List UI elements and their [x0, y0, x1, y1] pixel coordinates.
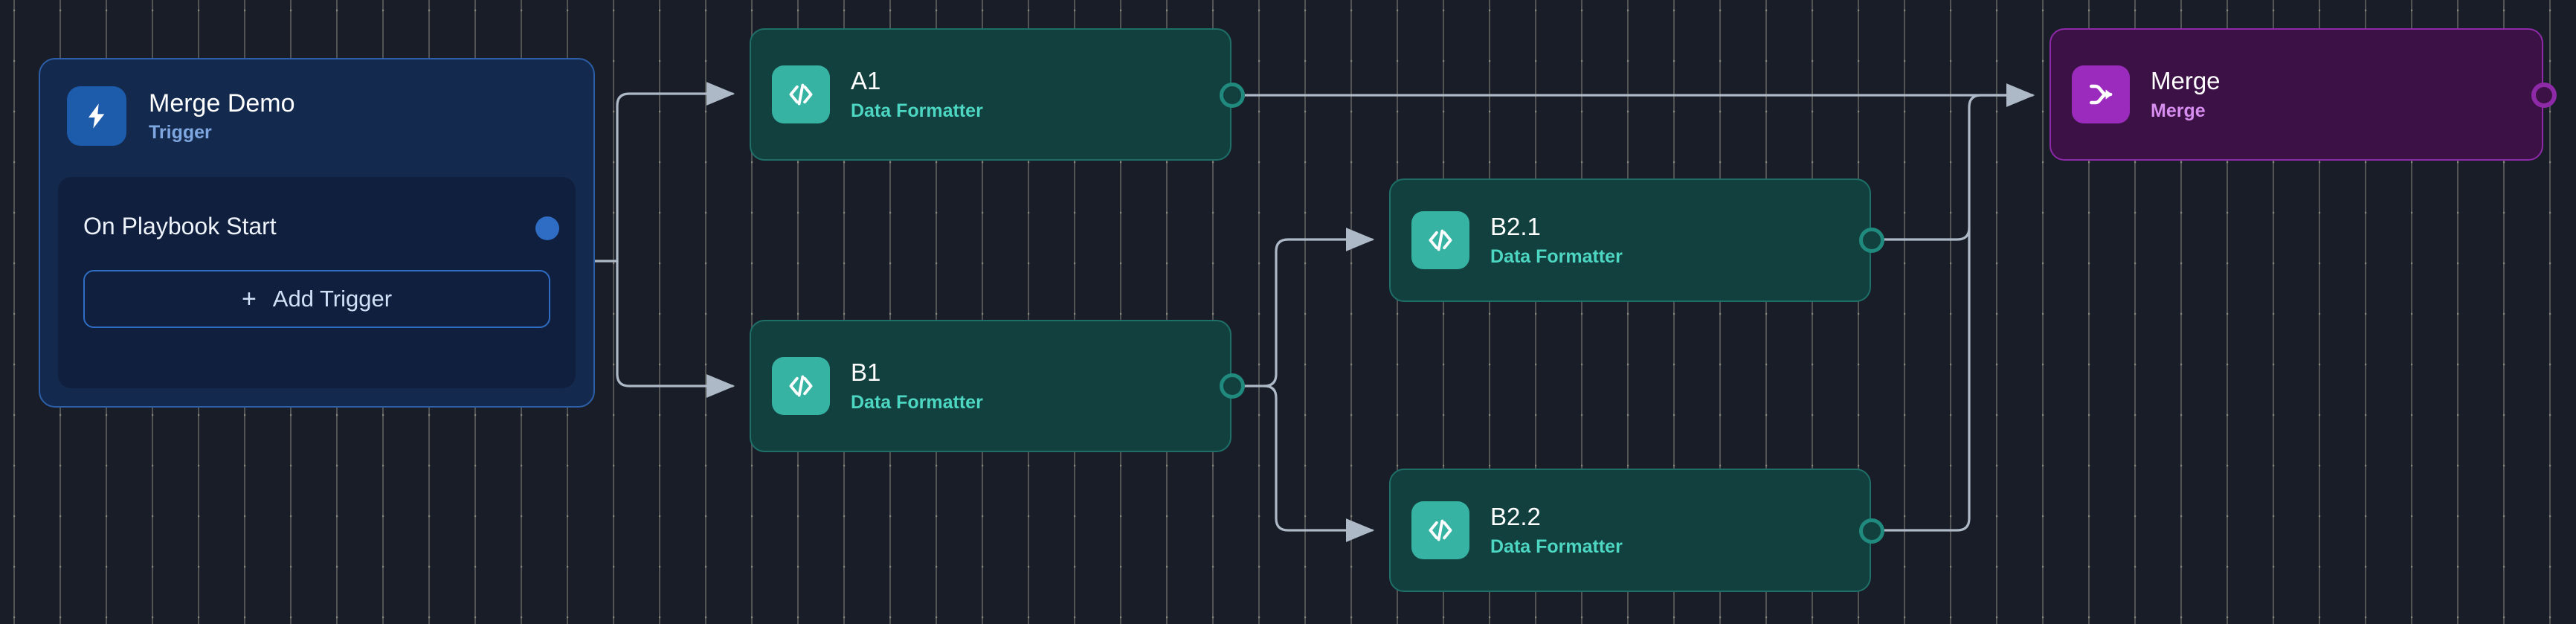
trigger-output-port[interactable] — [535, 216, 559, 240]
plus-icon: + — [241, 285, 257, 313]
edge-b21-to-merge — [1877, 94, 2034, 241]
trigger-card[interactable]: Merge Demo Trigger On Playbook Start + A… — [39, 58, 595, 408]
node-merge-subtitle: Merge — [2151, 100, 2206, 121]
edge-trigger-to-a1 — [616, 82, 735, 263]
node-a1-titles: A1 Data Formatter — [851, 68, 983, 120]
node-b22-output-port[interactable] — [1859, 518, 1884, 544]
edge-trigger-to-b1 — [616, 260, 735, 398]
node-b1-subtitle: Data Formatter — [851, 392, 983, 413]
node-merge[interactable]: Merge Merge — [2049, 28, 2543, 161]
trigger-card-titles: Merge Demo Trigger — [149, 91, 295, 142]
trigger-card-header: Merge Demo Trigger — [40, 59, 593, 173]
node-b1[interactable]: B1 Data Formatter — [750, 320, 1231, 452]
playbook-start-label: On Playbook Start — [83, 213, 277, 239]
node-a1-output-port[interactable] — [1220, 83, 1245, 108]
node-b22[interactable]: B2.2 Data Formatter — [1389, 469, 1871, 592]
lightning-bolt-icon — [67, 86, 126, 146]
code-brackets-icon — [1411, 211, 1469, 269]
node-b22-subtitle: Data Formatter — [1490, 536, 1623, 557]
node-b22-titles: B2.2 Data Formatter — [1490, 504, 1623, 556]
node-b1-titles: B1 Data Formatter — [851, 360, 983, 412]
add-trigger-label: Add Trigger — [272, 286, 393, 312]
edge-b1-to-b22 — [1263, 385, 1375, 542]
code-brackets-icon — [1411, 501, 1469, 559]
node-merge-title: Merge — [2151, 67, 2221, 94]
merge-arrow-icon — [2072, 65, 2130, 123]
node-b22-title: B2.2 — [1490, 503, 1541, 530]
node-a1-title: A1 — [851, 67, 881, 94]
add-trigger-button[interactable]: + Add Trigger — [83, 270, 550, 328]
trigger-subtitle: Trigger — [149, 121, 212, 143]
edge-b1-to-b21 — [1263, 228, 1375, 387]
node-b21-subtitle: Data Formatter — [1490, 246, 1623, 267]
code-brackets-icon — [772, 65, 830, 123]
node-b1-title: B1 — [851, 358, 881, 386]
node-b1-output-port[interactable] — [1220, 373, 1245, 399]
node-a1-subtitle: Data Formatter — [851, 100, 983, 121]
node-b21[interactable]: B2.1 Data Formatter — [1389, 178, 1871, 302]
edge-b22-to-merge — [1877, 226, 1971, 532]
node-merge-output-port[interactable] — [2531, 83, 2557, 108]
node-b21-title: B2.1 — [1490, 213, 1541, 240]
node-b21-output-port[interactable] — [1859, 228, 1884, 253]
node-a1[interactable]: A1 Data Formatter — [750, 28, 1231, 161]
code-brackets-icon — [772, 357, 830, 415]
trigger-title: Merge Demo — [149, 89, 295, 118]
node-merge-titles: Merge Merge — [2151, 68, 2221, 120]
node-b21-titles: B2.1 Data Formatter — [1490, 214, 1623, 266]
trigger-inner-panel: On Playbook Start + Add Trigger — [58, 177, 576, 388]
